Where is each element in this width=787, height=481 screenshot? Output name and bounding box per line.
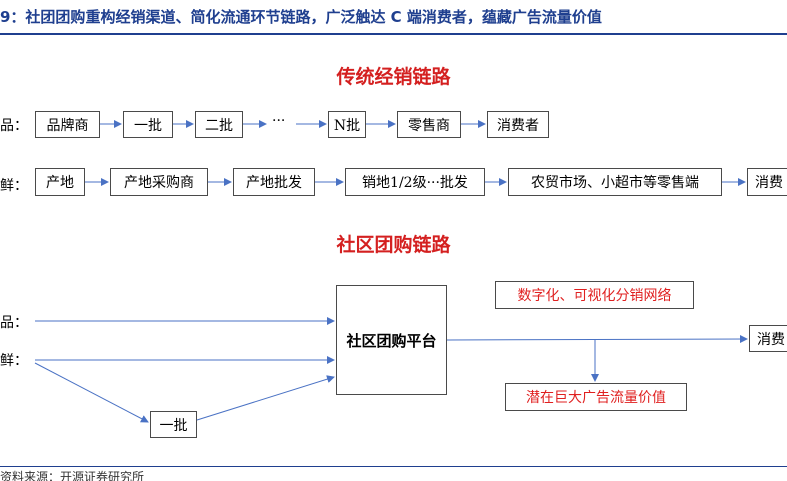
title-rule <box>0 33 787 35</box>
node-wholesaler-1: 一批 <box>123 111 173 138</box>
digital-network-note: 数字化、可视化分销网络 <box>495 281 694 309</box>
node-retailer: 零售商 <box>397 111 461 138</box>
input-label-fresh: 鲜： <box>0 353 28 369</box>
ad-value-note: 潜在巨大广告流量价值 <box>505 383 687 411</box>
arrow-fresh-wholesaler <box>34 362 149 423</box>
node-origin-wholesale: 产地批发 <box>233 168 315 196</box>
platform-box: 社区团购平台 <box>336 285 447 395</box>
node-origin-buyer: 产地采购商 <box>110 168 208 196</box>
traditional-chain-title: 传统经销链路 <box>336 66 451 88</box>
row2-label: 鲜： <box>0 178 28 194</box>
community-consumer: 消费 <box>749 325 787 352</box>
source-rule <box>0 466 787 467</box>
node-retail-terminal: 农贸市场、小超市等零售端 <box>508 168 722 196</box>
node-consumer-2: 消费 <box>747 168 787 196</box>
node-consumer: 消费者 <box>487 111 549 138</box>
node-brand: 品牌商 <box>35 111 100 138</box>
source-note: 资料来源：开源证券研究所 <box>0 470 145 481</box>
community-chain-title: 社区团购链路 <box>336 234 451 256</box>
community-wholesaler: 一批 <box>150 411 197 438</box>
input-label-goods: 品： <box>0 315 28 331</box>
node-wholesaler-2: 二批 <box>195 111 243 138</box>
arrow-platform-consumer <box>446 335 748 344</box>
row1-label: 品： <box>0 118 28 134</box>
node-wholesaler-n: N批 <box>328 111 366 138</box>
node-dest-wholesale: 销地1/2级···批发 <box>345 168 485 196</box>
figure-title: 9：社团团购重构经销渠道、简化流通环节链路，广泛触达 C 端消费者，蕴藏广告流量… <box>0 8 602 26</box>
node-origin: 产地 <box>35 168 85 196</box>
ellipsis: ··· <box>272 113 286 129</box>
arrow-wholesaler-platform <box>196 375 335 421</box>
